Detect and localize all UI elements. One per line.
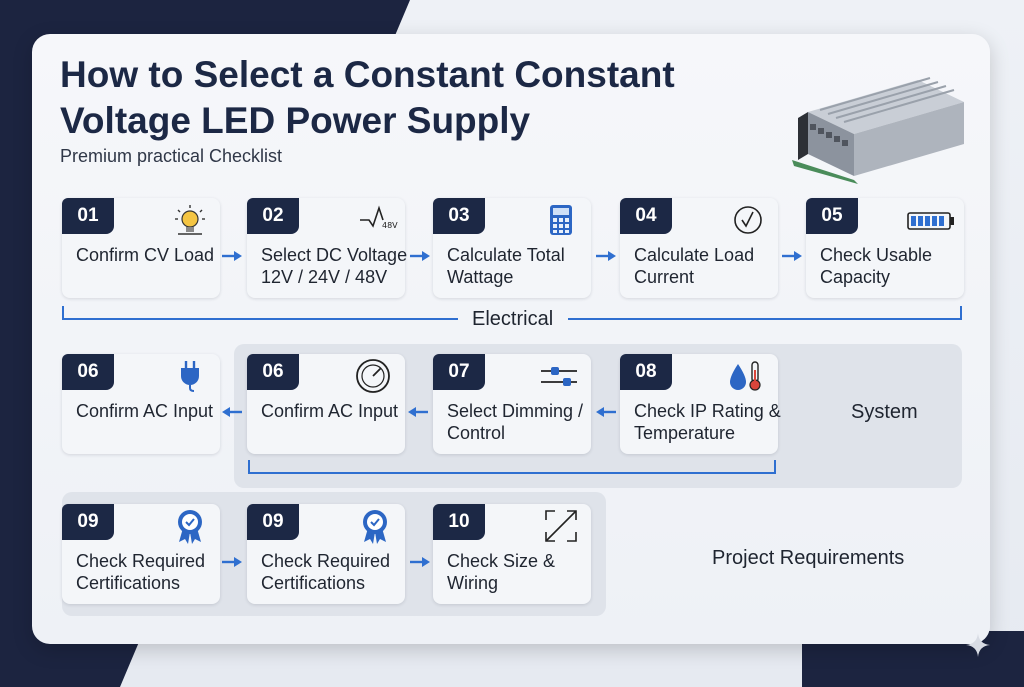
step-number: 08 [620, 354, 672, 390]
step-card-09a: 09 Check Required Certifications [62, 504, 220, 604]
resize-icon [545, 510, 577, 542]
electrical-bracket-left [62, 306, 458, 320]
arrow-left-icon [222, 407, 242, 417]
arrow-right-icon [410, 557, 430, 567]
page-title: How to Select a Constant Constant Voltag… [60, 54, 675, 141]
step-number: 06 [62, 354, 114, 390]
step-card-02: 02 48V Select DC Voltage 12V / 24V / 48V [247, 198, 407, 298]
step-card-09b: 09 Check Required Certifications [247, 504, 405, 604]
step-number: 10 [433, 504, 485, 540]
step-card-06b: 06 Confirm AC Input [247, 354, 405, 454]
arrow-left-icon [596, 407, 616, 417]
step-card-05: 05 Check Usable Capacity [806, 198, 964, 298]
step-label: Calculate Load Current [634, 245, 755, 287]
step-card-03: 03 Calculate Total Wattage [433, 198, 591, 298]
group-label-system: System [851, 401, 918, 423]
step-number: 05 [806, 198, 858, 234]
step-number: 02 [247, 198, 299, 234]
arrow-left-icon [408, 407, 428, 417]
power-supply-image [792, 77, 964, 184]
system-bracket [248, 460, 776, 474]
step-card-10: 10 Check Size & Wiring [433, 504, 591, 604]
arrow-right-icon [596, 251, 616, 261]
step-number: 09 [62, 504, 114, 540]
slider-icon [541, 367, 577, 386]
battery-icon [907, 212, 954, 230]
step-number: 04 [620, 198, 672, 234]
step-label: Confirm AC Input [76, 401, 214, 421]
step-number: 01 [62, 198, 114, 234]
arrow-right-icon [222, 251, 242, 261]
step-label: Check Usable Capacity [820, 245, 933, 287]
step-label: Check IP Rating & Temperature [634, 401, 781, 443]
step-number: 09 [247, 504, 299, 540]
step-card-01: 01 Confirm CV Load [62, 198, 220, 298]
award-badge-icon [363, 510, 387, 544]
group-label-project: Project Requirements [712, 547, 905, 569]
water-thermometer-icon [730, 361, 761, 391]
step-number: 03 [433, 198, 485, 234]
step-label: Check Required Certifications [261, 551, 391, 593]
step-number: 07 [433, 354, 485, 390]
step-label: Check Size & Wiring [447, 551, 556, 593]
dial-icon [356, 359, 390, 393]
svg-text:48V: 48V [382, 221, 398, 230]
step-label: Select DC Voltage 12V / 24V / 48V [261, 245, 408, 287]
voltage-48v-icon: 48V [360, 205, 398, 230]
arrow-right-icon [782, 251, 802, 261]
arrow-right-icon [410, 251, 430, 261]
check-circle-icon [734, 206, 762, 234]
award-badge-icon [178, 510, 202, 544]
electrical-bracket-right [568, 306, 962, 320]
step-card-07: 07 Select Dimming / Control [433, 354, 591, 454]
page-subtitle: Premium practical Checklist [60, 146, 283, 166]
light-bulb-icon [175, 205, 205, 235]
step-label: Check Required Certifications [76, 551, 206, 593]
step-label: Calculate Total Wattage [447, 245, 565, 287]
sparkle-icon [966, 633, 990, 657]
arrow-right-icon [222, 557, 242, 567]
step-card-06a: 06 Confirm AC Input [62, 354, 220, 454]
step-label: Select Dimming / Control [447, 401, 584, 443]
step-label: Confirm AC Input [261, 401, 399, 421]
calculator-icon [550, 205, 572, 235]
group-label-electrical: Electrical [472, 308, 554, 330]
step-card-08: 08 Check IP Rating & Temperature [620, 354, 781, 454]
plug-icon [181, 361, 199, 392]
step-number: 06 [247, 354, 299, 390]
step-card-04: 04 Calculate Load Current [620, 198, 778, 298]
step-label: Confirm CV Load [76, 245, 215, 265]
